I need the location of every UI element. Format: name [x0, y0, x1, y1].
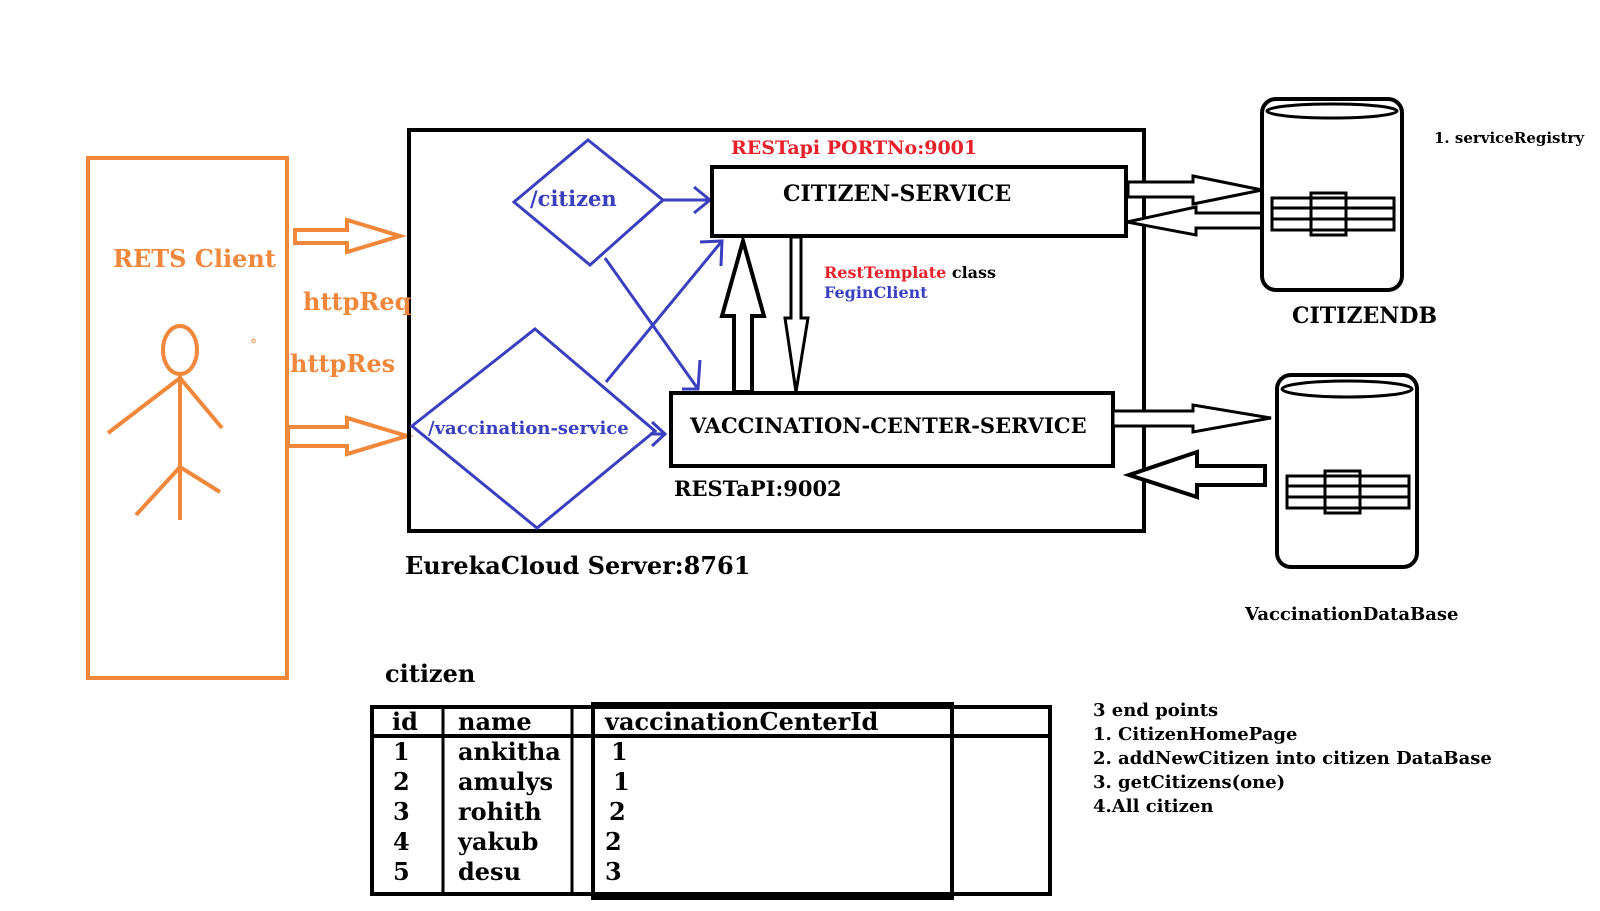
table-cell-center-id: 1	[613, 767, 630, 796]
eureka-server-label: EurekaCloud Server:8761	[405, 551, 751, 580]
table-cell-name: rohith	[458, 797, 542, 826]
table-cell-id: 5	[393, 857, 410, 886]
citizen-db-label: CITIZENDB	[1292, 303, 1438, 329]
table-cell-center-id: 3	[605, 857, 622, 886]
table-cell-name: amulys	[458, 767, 553, 796]
communication-label-line1: RestTemplate class	[824, 265, 996, 281]
table-cell-center-id: 2	[605, 827, 622, 856]
table-header-id: id	[392, 707, 418, 736]
endpoints-title: 3 end points	[1093, 700, 1219, 721]
routing-arrows	[603, 185, 724, 448]
class-word: class	[951, 263, 997, 282]
citizen-table-grid	[370, 702, 1052, 900]
eureka-server-box	[407, 128, 1146, 533]
http-response-label: httpRes	[290, 349, 396, 378]
client-title: RETS Client	[113, 244, 276, 273]
service-registry-note: 1. serviceRegistry	[1434, 129, 1585, 147]
vaccination-service-port: RESTaPI:9002	[674, 476, 842, 501]
citizen-db-write-arrow	[1126, 174, 1263, 206]
vaccination-service-box	[669, 391, 1115, 468]
table-cell-id: 1	[393, 737, 410, 766]
vaccination-db-icon	[1275, 373, 1419, 569]
citizen-db-read-arrow	[1126, 205, 1264, 237]
table-cell-name: desu	[458, 857, 522, 886]
citizen-route-label: /citizen	[530, 186, 617, 211]
endpoint-item: 1. CitizenHomePage	[1093, 724, 1298, 745]
http-request-arrow	[293, 217, 407, 255]
table-cell-id: 2	[393, 767, 410, 796]
up-arrow	[719, 233, 767, 394]
down-arrow	[783, 235, 810, 393]
citizen-service-box	[710, 165, 1128, 238]
vaccination-service-name: VACCINATION-CENTER-SERVICE	[690, 413, 1087, 438]
endpoint-item: 4.All citizen	[1093, 796, 1214, 817]
vaccination-route-label: /vaccination-service	[428, 418, 629, 439]
table-cell-name: yakub	[458, 827, 539, 856]
user-icon	[106, 324, 224, 520]
rest-template-label: RestTemplate	[824, 263, 947, 282]
http-request-label: httpReq	[303, 287, 412, 316]
vaccination-db-write-arrow	[1111, 403, 1272, 434]
vaccination-route-diamond	[409, 327, 658, 530]
vaccination-db-label: VaccinationDataBase	[1245, 604, 1459, 625]
citizen-service-name: CITIZEN-SERVICE	[783, 181, 1012, 207]
client-box	[86, 156, 289, 680]
endpoint-item: 3. getCitizens(one)	[1093, 772, 1286, 793]
table-cell-center-id: 1	[611, 737, 628, 766]
citizen-db-icon	[1260, 97, 1404, 292]
citizen-table-title: citizen	[385, 659, 476, 688]
table-cell-id: 3	[393, 797, 410, 826]
vaccination-db-read-arrow	[1122, 449, 1267, 500]
endpoint-item: 2. addNewCitizen into citizen DataBase	[1093, 748, 1492, 769]
http-response-arrow	[286, 415, 414, 457]
feign-client-label: FeginClient	[824, 283, 928, 302]
citizen-route-diamond	[511, 138, 666, 267]
table-header-vaccination-center-id: vaccinationCenterId	[605, 707, 879, 736]
table-header-name: name	[458, 707, 532, 736]
citizen-service-port: RESTapi PORTNo:9001	[731, 137, 978, 159]
table-cell-center-id: 2	[609, 797, 626, 826]
table-cell-name: ankitha	[458, 737, 561, 766]
table-cell-id: 4	[393, 827, 410, 856]
stray-dot: °	[250, 337, 257, 353]
